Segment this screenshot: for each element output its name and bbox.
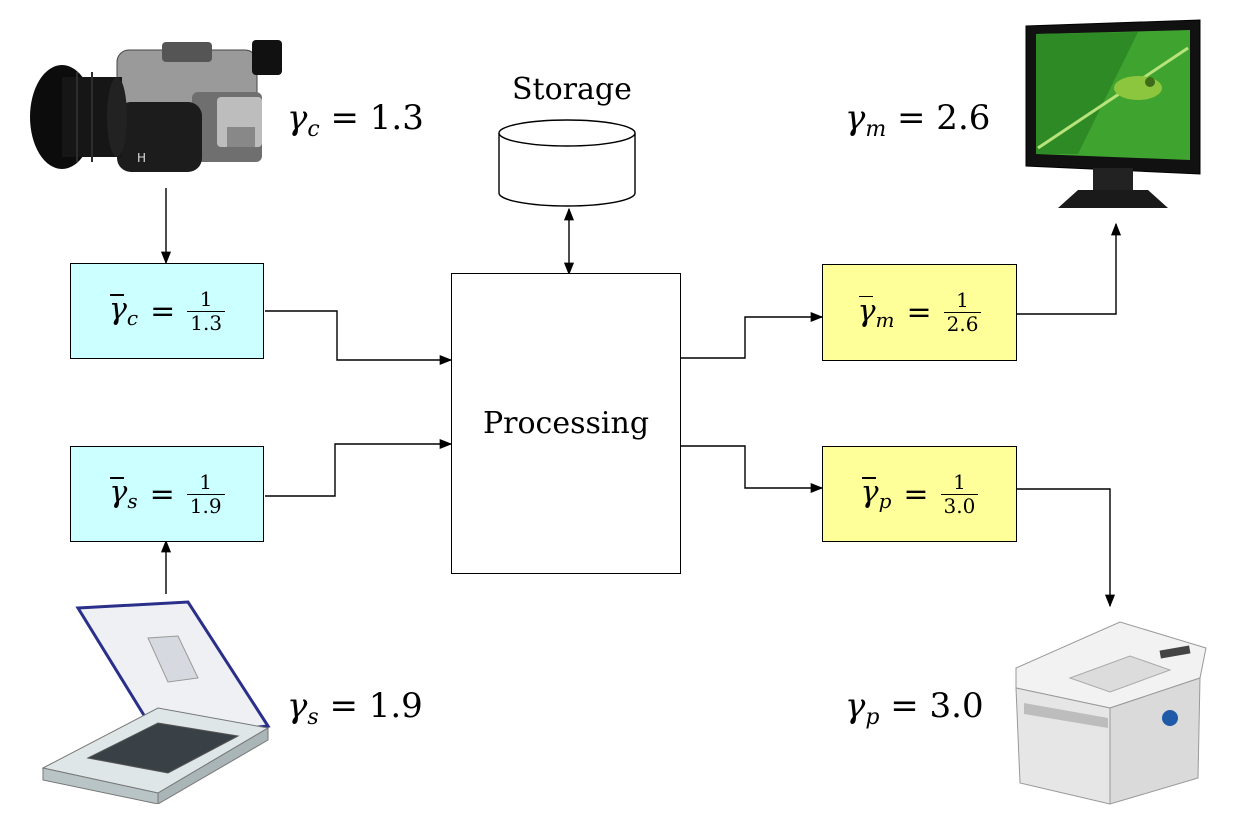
gamma-bar-symbol: γ: [108, 292, 127, 327]
gamma-bar-symbol: γ: [860, 475, 879, 510]
subscript: p: [878, 489, 892, 513]
printer-gamma-label: γp = 3.0: [845, 686, 984, 730]
arrow-scanner-box-to-processing: [265, 438, 453, 497]
camera-icon: H: [30, 40, 282, 172]
subscript: c: [126, 306, 139, 330]
arrow-processing-to-monitor-box: [680, 311, 824, 359]
equals: =: [149, 476, 175, 512]
printer-icon: [1015, 621, 1207, 805]
svg-text:H: H: [137, 151, 146, 165]
scanner-gamma-label: γs = 1.9: [287, 686, 423, 730]
arrow-camera-box-to-processing: [265, 310, 453, 366]
storage-cylinder: [498, 119, 636, 207]
arrow-printer-box-to-printer: [1017, 488, 1116, 608]
equals: =: [150, 293, 176, 329]
processing-box: Processing: [451, 273, 681, 574]
processing-label: Processing: [482, 406, 650, 441]
scanner-icon: [41, 600, 271, 804]
arrow-processing-to-printer-box: [680, 445, 824, 494]
gamma-bar-symbol: γ: [109, 475, 128, 510]
monitor-gamma-label: γm = 2.6: [845, 98, 991, 142]
equals: =: [906, 295, 932, 330]
subscript: s: [127, 489, 138, 513]
subscript: m: [875, 307, 895, 332]
camera-gamma-label: γc = 1.3: [287, 98, 424, 142]
gamma-bar-symbol: γ: [857, 293, 876, 329]
storage-label: Storage: [512, 72, 632, 107]
equals: =: [903, 476, 929, 512]
arrow-monitor-box-to-monitor: [1017, 222, 1122, 315]
monitor-icon: [1025, 19, 1201, 208]
